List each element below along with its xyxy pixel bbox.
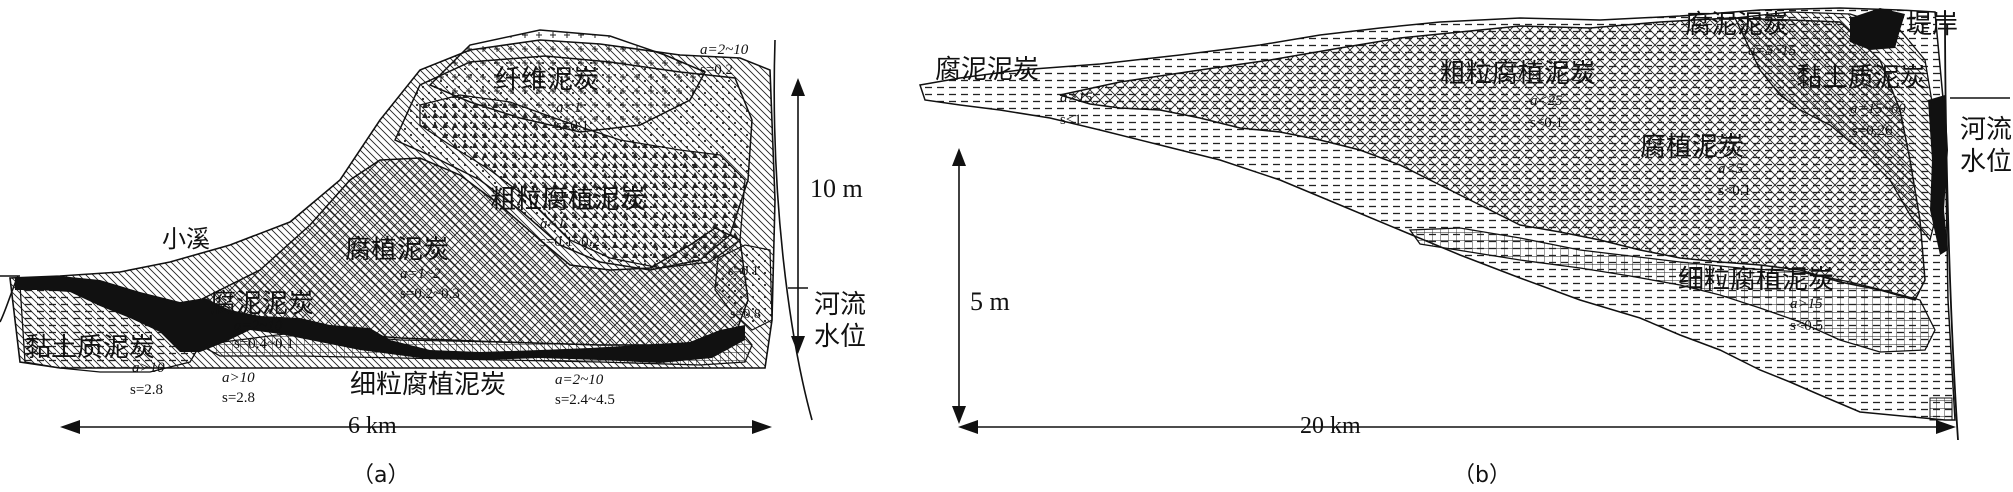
panel-b-param: a<25 bbox=[1530, 93, 1563, 109]
panel-a-horizontal-scale-label: 6 km bbox=[348, 413, 397, 439]
panel-a-horizontal-scale bbox=[60, 420, 772, 434]
panel-b-param: s<0.5 bbox=[1790, 318, 1823, 334]
panel-b-param: a=5~15 bbox=[1748, 43, 1797, 59]
panel-a-sapropel-label: 腐泥泥炭 bbox=[210, 289, 314, 319]
panel-b-river-black bbox=[1928, 95, 1948, 255]
panel-b-horizontal-scale-label: 20 km bbox=[1300, 413, 1361, 439]
panel-b-clay-peat-label: 黏土质泥炭 bbox=[1796, 63, 1926, 93]
panel-a-param: s=0.4~0.1 bbox=[234, 336, 294, 352]
panel-b-river-label-2: 水位 bbox=[1960, 147, 2012, 177]
panel-a-stream-label: 小溪 bbox=[162, 225, 210, 253]
panel-a-humic-label: 腐植泥炭 bbox=[345, 235, 449, 265]
panel-b-bank-black bbox=[1850, 8, 1905, 50]
panel-a-river-label-1: 河流 bbox=[814, 290, 866, 320]
panel-b: 5 m 20 km 腐泥泥炭 堤岸 腐泥泥炭 粗粒腐植泥炭 黏土质泥炭 腐植泥炭… bbox=[919, 7, 2012, 488]
panel-a-fiber-peat-label: 纤维泥炭 bbox=[495, 65, 599, 95]
panel-b-caption: （b） bbox=[1453, 463, 1511, 488]
panel-b-param: s<0.1 bbox=[1530, 115, 1563, 131]
panel-a-clay-peat-label: 黏土质泥炭 bbox=[25, 333, 155, 363]
panel-a-param: s=2.8 bbox=[130, 382, 163, 398]
panel-b-sapropel-top-label: 腐泥泥炭 bbox=[1685, 10, 1789, 40]
panel-b-horizontal-scale bbox=[958, 420, 1956, 434]
panel-b-param: s<0.1 bbox=[1718, 183, 1751, 199]
panel-a-param: s=0.8 bbox=[730, 307, 761, 322]
panel-b-grid-corner bbox=[1929, 397, 1953, 421]
panel-a-param: a>10 bbox=[132, 360, 165, 376]
panel-a-right-dots bbox=[714, 244, 773, 331]
panel-a: 10 m 6 km 纤维泥炭 粗粒腐植泥炭 腐植泥炭 腐泥泥炭 黏土质泥炭 细粒… bbox=[0, 29, 866, 488]
panel-a-param: s=2.4~4.5 bbox=[555, 392, 615, 408]
panel-a-vertical-scale-label: 10 m bbox=[810, 174, 863, 203]
panel-a-fine-humic-label: 细粒腐植泥炭 bbox=[350, 370, 506, 400]
panel-a-param: a=1~2 bbox=[400, 266, 441, 282]
panel-b-param: a<5 bbox=[1718, 161, 1744, 177]
panel-b-vertical-scale bbox=[952, 148, 966, 424]
panel-a-param: s=0.1~0.2 bbox=[540, 234, 600, 250]
panel-b-param: s<1 bbox=[1060, 112, 1082, 128]
panel-a-param: a=2~10 bbox=[234, 318, 283, 334]
panel-b-vertical-scale-label: 5 m bbox=[970, 287, 1010, 316]
panel-b-coarse-humic-label: 粗粒腐植泥炭 bbox=[1440, 59, 1596, 89]
panel-a-param: s=2.8 bbox=[222, 390, 255, 406]
panel-a-sapropel-black bbox=[15, 276, 745, 363]
panel-a-param: s=0.2 bbox=[700, 62, 733, 78]
panel-a-param: a=2~10 bbox=[700, 42, 749, 58]
panel-b-param: a=15~60 bbox=[1850, 101, 1906, 117]
panel-a-param: s=0.2~0.3 bbox=[400, 286, 460, 302]
panel-b-param: a>15 bbox=[1060, 90, 1093, 106]
panel-b-right-bank-line bbox=[1944, 9, 1959, 441]
panel-b-humic-label: 腐植泥炭 bbox=[1640, 132, 1744, 162]
panel-a-param: a<1 bbox=[556, 100, 581, 116]
panel-a-param: a=2~10 bbox=[555, 372, 604, 388]
panel-a-param: a>10 bbox=[222, 370, 255, 386]
panel-b-bank-label: 堤岸 bbox=[1906, 10, 1958, 40]
panel-a-vertical-scale bbox=[788, 78, 808, 354]
panel-a-right-bank-curve bbox=[773, 39, 813, 421]
panel-a-param: s=0.1 bbox=[556, 118, 589, 134]
panel-b-param: a>15 bbox=[1790, 296, 1823, 312]
panel-b-sapropel-left-label: 腐泥泥炭 bbox=[935, 55, 1039, 85]
panel-b-fine-humic-region bbox=[1408, 227, 1936, 353]
panel-a-param: s=0.1 bbox=[728, 264, 759, 279]
panel-a-caption: （a） bbox=[352, 463, 409, 488]
panel-a-coarse-humic-label: 粗粒腐植泥炭 bbox=[490, 185, 646, 215]
panel-b-fine-humic-label: 细粒腐植泥炭 bbox=[1678, 265, 1834, 295]
panel-a-param: a<1 bbox=[540, 216, 565, 232]
panel-a-left-bank-curve bbox=[0, 275, 19, 323]
panel-b-param: s=0.26 bbox=[1852, 123, 1893, 139]
panel-b-river-label-1: 河流 bbox=[1960, 115, 2012, 145]
panel-a-river-label-2: 水位 bbox=[814, 322, 866, 352]
